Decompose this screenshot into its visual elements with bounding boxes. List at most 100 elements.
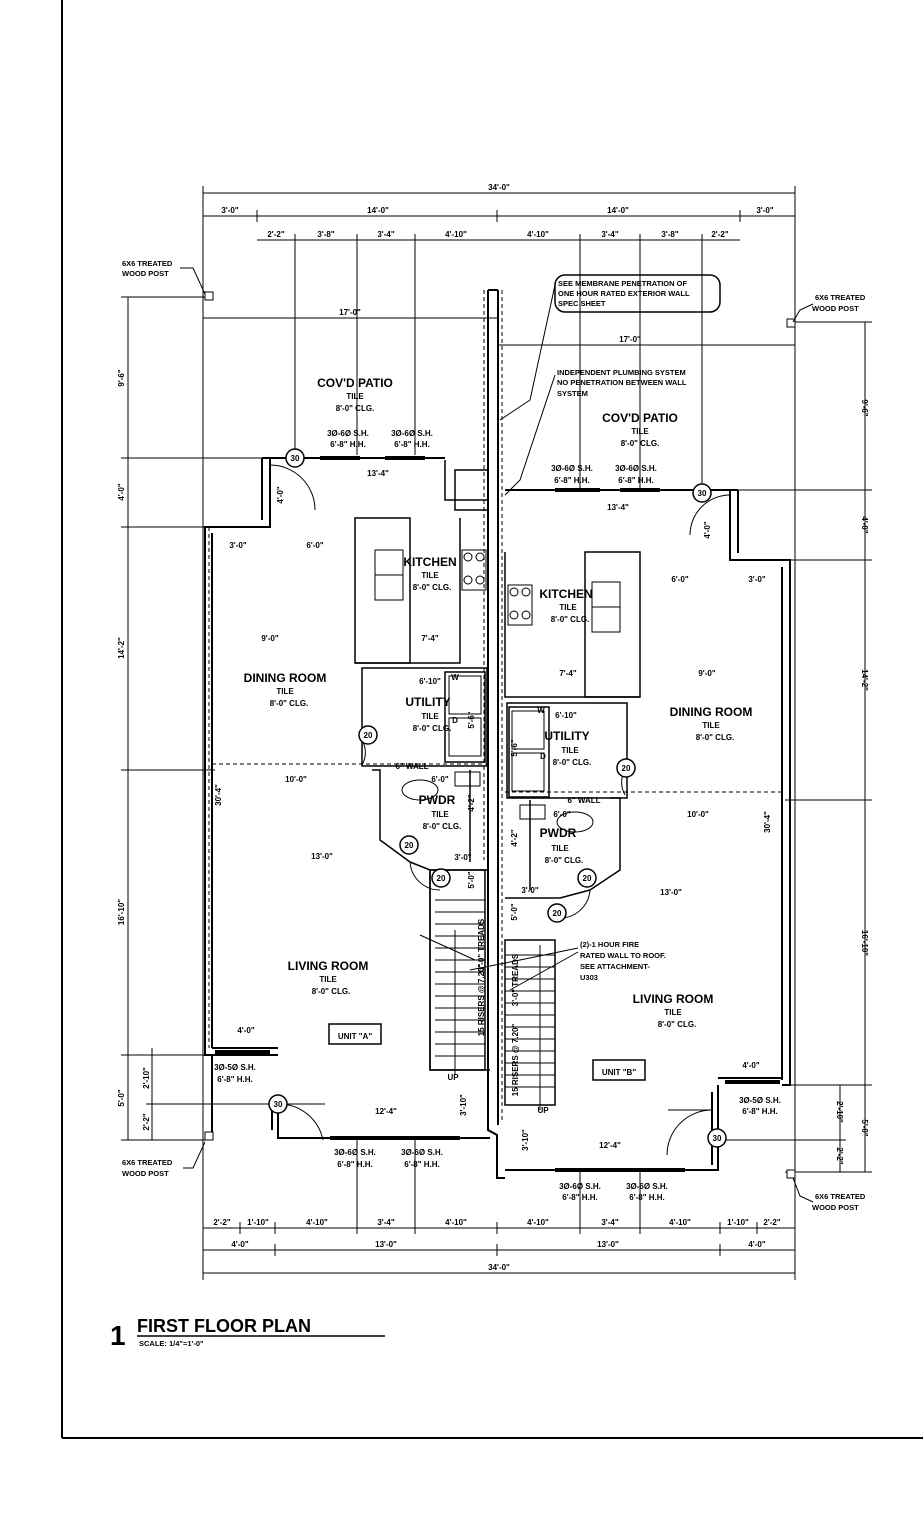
dim-bot-9: 1'-10"	[727, 1218, 749, 1227]
dim-b-4-2: 4'-2"	[510, 829, 519, 846]
note-plumbing-3: SYSTEM	[557, 389, 588, 398]
dim-a-door-4-0: 4'-0"	[276, 486, 285, 503]
door-tag-a3: 20	[364, 731, 373, 740]
dim-b-5-0: 5'-0"	[510, 903, 519, 920]
win-b4-sh: 3Ø-6Ø S.H.	[559, 1182, 601, 1191]
a-utility-name: UTILITY	[405, 695, 450, 709]
dim-a-stair-3-0: 3'-0"	[454, 853, 471, 862]
dim-overall-bottom: 34'-0"	[488, 1263, 510, 1272]
b-patio-floor: TILE	[631, 427, 649, 436]
dim-top2-3: 3'-4"	[377, 230, 394, 239]
door-tag-b2: 30	[713, 1134, 722, 1143]
dim-overall-top: 34'-0"	[488, 183, 510, 192]
note-fire-4: U303	[580, 973, 598, 982]
dim-right-4: 16'-10"	[860, 930, 869, 956]
dim-a-3-10: 3'-10"	[459, 1094, 468, 1116]
dim-b-12-4: 12'-4"	[599, 1141, 621, 1150]
dim-a-13-4: 13'-4"	[367, 469, 389, 478]
dim-bot2-1: 4'-0"	[231, 1240, 248, 1249]
door-tag-b4: 20	[583, 874, 592, 883]
win-b4-hh: 6'-8" H.H.	[562, 1193, 597, 1202]
dim-a-7-4: 7'-4"	[421, 634, 438, 643]
win-a2-sh: 3Ø-6Ø S.H.	[391, 429, 433, 438]
door-tag-a4: 20	[405, 841, 414, 850]
win-a3-hh: 6'-8" H.H.	[217, 1075, 252, 1084]
b-dining-clg: 8'-0" CLG.	[696, 733, 735, 742]
dim-bot2-4: 4'-0"	[748, 1240, 765, 1249]
dim-bot-3: 4'-10"	[306, 1218, 328, 1227]
dim-bot2-3: 13'-0"	[597, 1240, 619, 1249]
notes: 6X6 TREATED WOOD POST 6X6 TREATED WOOD P…	[122, 259, 866, 1212]
door-tag-a5: 20	[437, 874, 446, 883]
dim-b-13-0: 13'-0"	[660, 888, 682, 897]
a-utility-clg: 8'-0" CLG.	[413, 724, 452, 733]
dim-b-7-4: 7'-4"	[559, 669, 576, 678]
a-patio-clg: 8'-0" CLG.	[336, 404, 375, 413]
b-dryer: D	[540, 752, 546, 761]
note-post-br-2: WOOD POST	[812, 1203, 859, 1212]
door-tag-circles	[268, 448, 727, 1148]
a-patio-floor: TILE	[346, 392, 364, 401]
leader-lines	[180, 267, 814, 1203]
appliance-labels: W D W D	[451, 673, 546, 761]
dim-a-3-0: 3'-0"	[229, 541, 246, 550]
win-a2-hh: 6'-8" H.H.	[394, 440, 429, 449]
b-living-clg: 8'-0" CLG.	[658, 1020, 697, 1029]
stair-labels: 15 RISERS @ 7.20" 3'-0" TREADS 15 RISERS…	[447, 918, 549, 1115]
dim-b-9-0: 9'-0"	[698, 669, 715, 678]
a-kitchen-name: KITCHEN	[403, 555, 456, 569]
note-post-tr-2: WOOD POST	[812, 304, 859, 313]
dim-b-3-0: 3'-0"	[748, 575, 765, 584]
dim-top-4: 3'-0"	[756, 206, 773, 215]
title-scale: SCALE: 1/4"=1'-0"	[139, 1339, 204, 1348]
dim-b-6-0-pwdr: 6'-0"	[553, 810, 570, 819]
b-pwdr-name: PWDR	[540, 826, 577, 840]
dimension-lines	[121, 186, 872, 1280]
dim-a-5-6: 5'-6"	[467, 711, 476, 728]
b-stair-up: UP	[537, 1106, 549, 1115]
dim-bot-6: 4'-10"	[527, 1218, 549, 1227]
dim-right-5: 5'-0"	[860, 1119, 869, 1136]
win-a3-sh: 3Ø-5Ø S.H.	[214, 1063, 256, 1072]
dim-bot-8: 4'-10"	[669, 1218, 691, 1227]
dim-right-1: 9'-6"	[860, 399, 869, 416]
unit-a-label: UNIT "A"	[338, 1032, 372, 1041]
a-washer: W	[451, 673, 459, 682]
dim-a-6-0: 6'-0"	[306, 541, 323, 550]
dim-top2-8: 2'-2"	[711, 230, 728, 239]
note-plumbing-2: NO PENETRATION BETWEEN WALL	[557, 378, 687, 387]
dim-b-10-0: 10'-0"	[687, 810, 709, 819]
dim-bot-7: 3'-4"	[601, 1218, 618, 1227]
unit-a-tag-box	[328, 1023, 382, 1045]
a-stair-treads: 3'-0" TREADS	[477, 918, 486, 971]
stair-treads	[435, 899, 555, 1110]
dim-top-2: 14'-0"	[367, 206, 389, 215]
a-dining-name: DINING ROOM	[244, 671, 327, 685]
dim-left-4: 16'-10"	[117, 899, 126, 925]
title-number: 1	[110, 1320, 126, 1351]
win-a1-hh: 6'-8" H.H.	[330, 440, 365, 449]
dim-bot2-2: 13'-0"	[375, 1240, 397, 1249]
dim-top2-1: 2'-2"	[267, 230, 284, 239]
dim-bot-2: 1'-10"	[247, 1218, 269, 1227]
dim-right-7: 2'-2"	[835, 1147, 844, 1164]
dim-a-12-4: 12'-4"	[375, 1107, 397, 1116]
a-patio-name: COV'D PATIO	[317, 376, 393, 390]
dim-a-30-4: 30'-4"	[214, 784, 223, 806]
dim-left-2: 4'-0"	[117, 483, 126, 500]
a-pwdr-clg: 8'-0" CLG.	[423, 822, 462, 831]
note-fire-1: (2)-1 HOUR FIRE	[580, 940, 639, 949]
dim-a-6-0-pwdr: 6'-0"	[431, 775, 448, 784]
win-a4-sh: 3Ø-6Ø S.H.	[334, 1148, 376, 1157]
unit-b-tag-box	[592, 1059, 646, 1081]
win-b1-hh: 6'-8" H.H.	[554, 476, 589, 485]
drawing-title: 1 FIRST FLOOR PLAN SCALE: 1/4"=1'-0"	[110, 1316, 385, 1351]
a-dining-clg: 8'-0" CLG.	[270, 699, 309, 708]
dim-a-6-wall: 6" WALL	[395, 762, 428, 771]
hidden-lines	[208, 290, 782, 1120]
dim-b-stair-3-0: 3'-0"	[521, 886, 538, 895]
a-living-clg: 8'-0" CLG.	[312, 987, 351, 996]
note-fire-3: SEE ATTACHMENT-	[580, 962, 650, 971]
a-dining-floor: TILE	[276, 687, 294, 696]
